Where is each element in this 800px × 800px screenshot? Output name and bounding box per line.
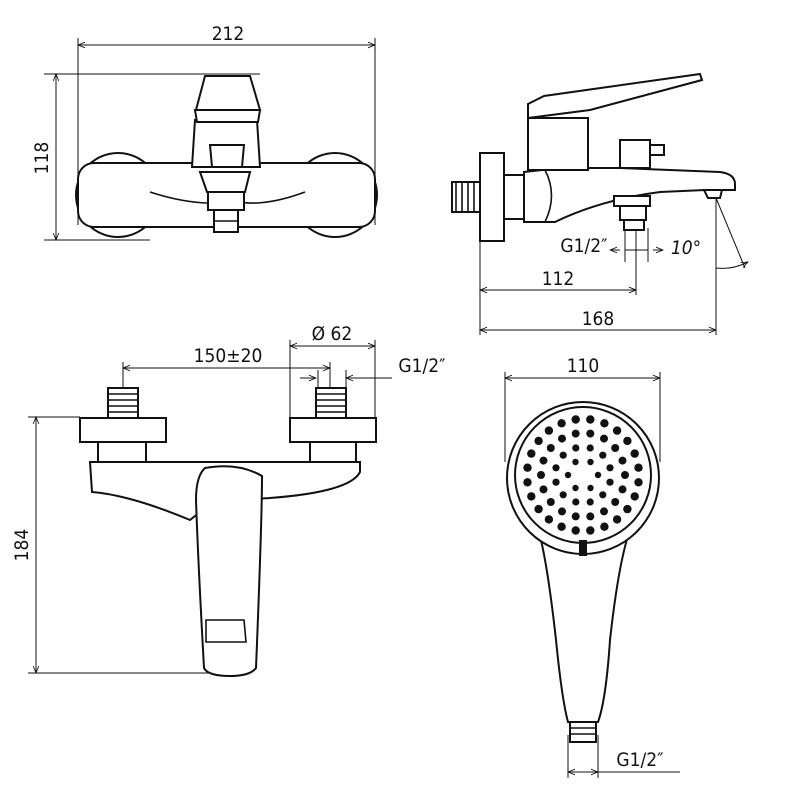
nozzle-dot [559, 451, 567, 459]
front-view [28, 340, 377, 678]
nozzle-dot [572, 444, 580, 452]
nozzle-dot [612, 426, 622, 435]
nozzle-dot [586, 526, 595, 535]
nozzle-dot [630, 492, 639, 501]
nozzle-dot [572, 484, 579, 492]
nozzle-dot [539, 456, 548, 465]
hand-shower-dimensions: 110 G1/2″ [505, 355, 680, 772]
nozzle-dot [571, 526, 580, 535]
height-118-label: 118 [31, 142, 53, 175]
nozzle-dot [599, 451, 607, 459]
nozzle-dot [544, 426, 554, 435]
nozzle-dot [611, 444, 620, 452]
nozzle-dot [558, 507, 566, 516]
shower-nozzles [523, 415, 643, 535]
nozzle-dot [618, 485, 627, 494]
nozzle-dot [599, 491, 607, 499]
front-thread-label: G1/2″ [398, 355, 445, 377]
nozzle-dot [587, 484, 594, 492]
nozzle-dot [600, 522, 609, 531]
nozzle-dot [621, 471, 629, 479]
nozzle-dot [586, 415, 595, 424]
nozzle-dot [546, 444, 555, 452]
nozzle-dot [527, 449, 536, 458]
nozzle-dot [564, 471, 572, 479]
nozzle-slot [579, 540, 587, 556]
nozzle-dot [552, 478, 560, 486]
nozzle-dot [558, 434, 566, 443]
nozzle-dot [557, 522, 566, 531]
nozzle-dot [523, 463, 532, 472]
width-212-label: 212 [212, 23, 245, 45]
top-view [44, 38, 378, 241]
nozzle-dot [523, 478, 532, 487]
nozzle-dot [600, 434, 608, 443]
nozzle-dot [571, 512, 580, 521]
side-thread-label: G1/2″ [560, 235, 607, 257]
nozzle-dot [606, 478, 614, 486]
nozzle-dot [586, 429, 595, 438]
dim-flange-dia-label: Ø 62 [312, 323, 353, 345]
spout-angle-arc [715, 262, 748, 269]
side-view-dimensions: G1/2″ 10° 112 168 [480, 197, 748, 330]
nozzle-dot [539, 485, 548, 494]
nozzle-dot [527, 492, 536, 501]
nozzle-dot [618, 456, 627, 465]
spout-angle-label: 10° [671, 237, 701, 259]
nozzle-dot [572, 458, 579, 466]
nozzle-dot [534, 504, 543, 514]
nozzle-dot [559, 491, 567, 499]
spout-angle-ray [715, 197, 746, 269]
nozzle-dot [623, 504, 632, 514]
front-view-dimensions: 150±20 Ø 62 G1/2″ 184 [11, 323, 446, 673]
nozzle-dot [571, 429, 580, 438]
nozzle-dot [606, 464, 614, 472]
nozzle-dot [552, 464, 560, 472]
nozzle-dot [534, 436, 543, 446]
top-view-dimensions: 212 118 [31, 23, 375, 240]
dim-168-label: 168 [582, 308, 615, 330]
nozzle-dot [557, 419, 566, 428]
nozzle-dot [600, 507, 608, 516]
nozzle-dot [572, 498, 580, 506]
nozzle-dot [634, 463, 643, 472]
nozzle-dot [600, 419, 609, 428]
hand-shower-view [504, 372, 661, 778]
dim-spacing-label: 150±20 [194, 345, 263, 367]
shower-thread-label: G1/2″ [616, 749, 663, 771]
nozzle-dot [612, 515, 622, 524]
dim-112-label: 112 [542, 268, 575, 290]
nozzle-dot [594, 471, 602, 479]
nozzle-dot [571, 415, 580, 424]
nozzle-dot [634, 478, 643, 487]
nozzle-dot [587, 458, 594, 466]
nozzle-dot [546, 498, 555, 506]
nozzle-dot [611, 498, 620, 506]
nozzle-dot [537, 471, 545, 479]
dim-184-label: 184 [11, 529, 33, 562]
nozzle-dot [630, 449, 639, 458]
nozzle-dot [586, 444, 594, 452]
dim-110-label: 110 [567, 355, 600, 377]
nozzle-dot [623, 436, 632, 446]
nozzle-dot [586, 498, 594, 506]
nozzle-dot [586, 512, 595, 521]
nozzle-dot [544, 515, 554, 524]
side-view [451, 72, 736, 335]
